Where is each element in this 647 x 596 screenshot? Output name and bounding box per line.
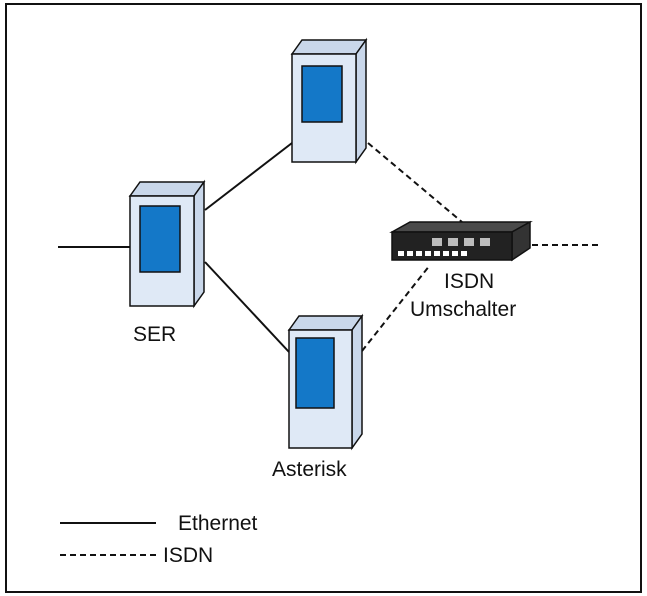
ser-roof [128, 181, 206, 197]
switch-top [389, 221, 533, 233]
legend: Ethernet ISDN [60, 512, 258, 567]
link-ser-to-asterisk [204, 261, 290, 353]
asterisk-side [351, 313, 363, 451]
switch-label-line2: Umschalter [410, 298, 516, 321]
ethernet-links [58, 142, 293, 353]
link-top-server-to-switch [367, 142, 463, 223]
isdn-links [361, 142, 600, 352]
switch-label-line1: ISDN [444, 270, 494, 293]
asterisk-server-icon [287, 313, 364, 451]
asterisk-roof [287, 315, 364, 331]
asterisk-screen [295, 337, 335, 409]
server-top-icon [290, 37, 368, 165]
server-top-roof [290, 39, 368, 55]
switch-ports [398, 251, 467, 256]
ser-screen [139, 205, 181, 273]
isdn-switch-icon [389, 220, 533, 262]
server-top-side [355, 37, 367, 165]
link-asterisk-to-switch [361, 264, 431, 352]
ser-server-icon [128, 179, 206, 309]
ser-side [193, 179, 205, 309]
server-top-screen [301, 65, 343, 123]
ser-label: SER [133, 323, 176, 346]
asterisk-label: Asterisk [272, 458, 347, 481]
legend-ethernet-label: Ethernet [178, 512, 258, 535]
link-ser-to-top-server [204, 142, 293, 211]
switch-status-leds [432, 238, 490, 246]
legend-isdn-label: ISDN [163, 544, 213, 567]
